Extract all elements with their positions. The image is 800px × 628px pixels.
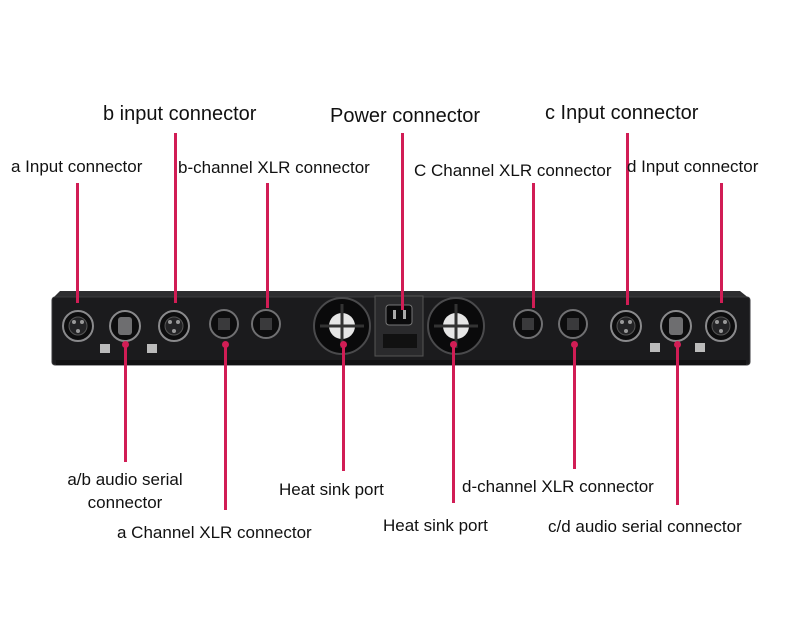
leader-c-input xyxy=(626,133,629,305)
xlr-input-a xyxy=(62,310,94,342)
leader-d-xlr xyxy=(573,345,576,469)
xlr-serial-cd xyxy=(660,310,692,342)
leader-dot-heat-sink-1 xyxy=(340,341,347,348)
xlr-serial-ab xyxy=(109,310,141,342)
leader-heat-sink-1 xyxy=(342,345,345,471)
label-c-input: c Input connector xyxy=(545,102,699,124)
leader-dot-cd-serial xyxy=(674,341,681,348)
label-cd-serial: c/d audio serial connector xyxy=(548,517,742,536)
speakon-d xyxy=(558,309,588,339)
label-heat-sink-1: Heat sink port xyxy=(279,480,384,499)
label-ab-serial-line2: connector xyxy=(87,492,163,512)
label-power: Power connector xyxy=(330,105,481,127)
label-ab-serial-line1: a/b audio serial xyxy=(67,470,183,489)
xlr-input-b xyxy=(158,310,190,342)
leader-power xyxy=(401,133,404,310)
label-c-xlr: C Channel XLR connector xyxy=(414,161,612,180)
label-ab-serial: a/b audio serial connector xyxy=(40,470,210,512)
leader-b-input xyxy=(174,133,177,303)
speakon-a xyxy=(209,309,239,339)
leader-a-xlr xyxy=(224,345,227,510)
chassis-bottom-strip xyxy=(56,360,746,365)
power-inlet xyxy=(374,295,424,357)
label-b-input: b input connector xyxy=(103,103,257,125)
label-d-input: d Input connector xyxy=(627,157,759,176)
heat-sink-fan-left xyxy=(313,297,371,355)
label-b-xlr: b-channel XLR connector xyxy=(178,158,370,177)
leader-ab-serial xyxy=(124,345,127,462)
leader-dot-ab-serial xyxy=(122,341,129,348)
label-a-input: a Input connector xyxy=(11,157,143,176)
label-a-xlr: a Channel XLR connector xyxy=(117,523,312,542)
leader-b-xlr xyxy=(266,183,269,308)
leader-cd-serial xyxy=(676,345,679,505)
switch-cd xyxy=(650,343,660,352)
leader-c-xlr xyxy=(532,183,535,308)
leader-dot-a-xlr xyxy=(222,341,229,348)
speakon-b xyxy=(251,309,281,339)
leader-dot-d-xlr xyxy=(571,341,578,348)
switch-cd-2 xyxy=(695,343,705,352)
label-heat-sink-2: Heat sink port xyxy=(383,516,488,535)
speakon-c xyxy=(513,309,543,339)
label-d-xlr: d-channel XLR connector xyxy=(462,477,654,496)
switch-ab xyxy=(100,344,110,353)
leader-dot-heat-sink-2 xyxy=(450,341,457,348)
xlr-input-d xyxy=(705,310,737,342)
xlr-input-c xyxy=(610,310,642,342)
leader-heat-sink-2 xyxy=(452,345,455,503)
leader-a-input xyxy=(76,183,79,303)
switch-ab-2 xyxy=(147,344,157,353)
heat-sink-fan-right xyxy=(427,297,485,355)
leader-d-input xyxy=(720,183,723,303)
